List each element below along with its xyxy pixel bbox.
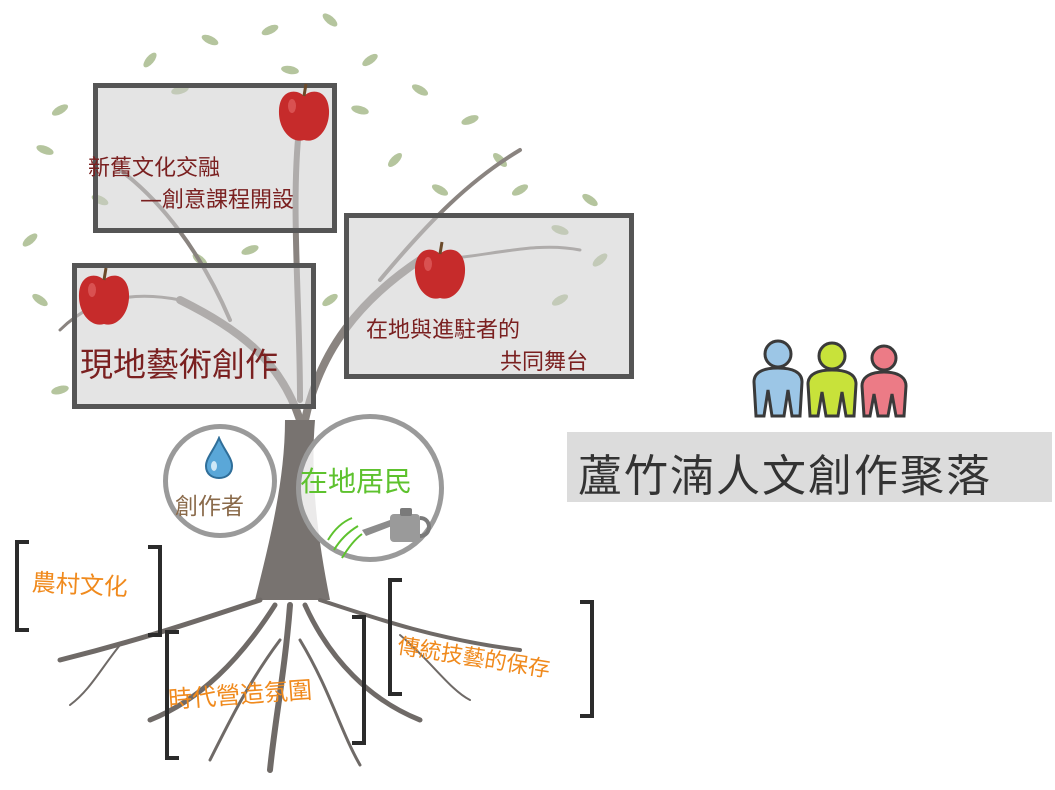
root-bracket-middle-close [352, 615, 366, 745]
watering-can-icon [327, 508, 431, 559]
fruit-box-2-label: 現地藝術創作 [80, 345, 278, 384]
residents-label: 在地居民 [300, 465, 413, 498]
water-drop-icon [204, 436, 234, 480]
fruit-box-3-line2: 共同舞台 [500, 350, 589, 375]
title-bar [567, 432, 1052, 502]
fruit-box-1-line2: —創意課程開設 [140, 188, 295, 213]
root-bracket-middle-open [165, 630, 179, 760]
apple-icon [78, 267, 130, 325]
fruit-box-1-line1: 新舊文化交融 [88, 156, 221, 181]
root-bracket-left-close [148, 545, 162, 637]
fruit-box-shared-stage [344, 213, 634, 379]
fruit-box-3-line1: 在地與進駐者的 [366, 318, 521, 343]
root-bracket-right-open [388, 578, 402, 696]
people-icon [752, 339, 908, 418]
root-bracket-right-close [580, 600, 594, 718]
apple-icon [414, 241, 466, 299]
page-title: 蘆竹湳人文創作聚落 [578, 451, 992, 502]
apple-icon [278, 83, 330, 141]
creator-label: 創作者 [175, 494, 244, 520]
root-label-rural-culture: 農村文化 [31, 568, 129, 602]
root-bracket-left-open [15, 540, 29, 632]
